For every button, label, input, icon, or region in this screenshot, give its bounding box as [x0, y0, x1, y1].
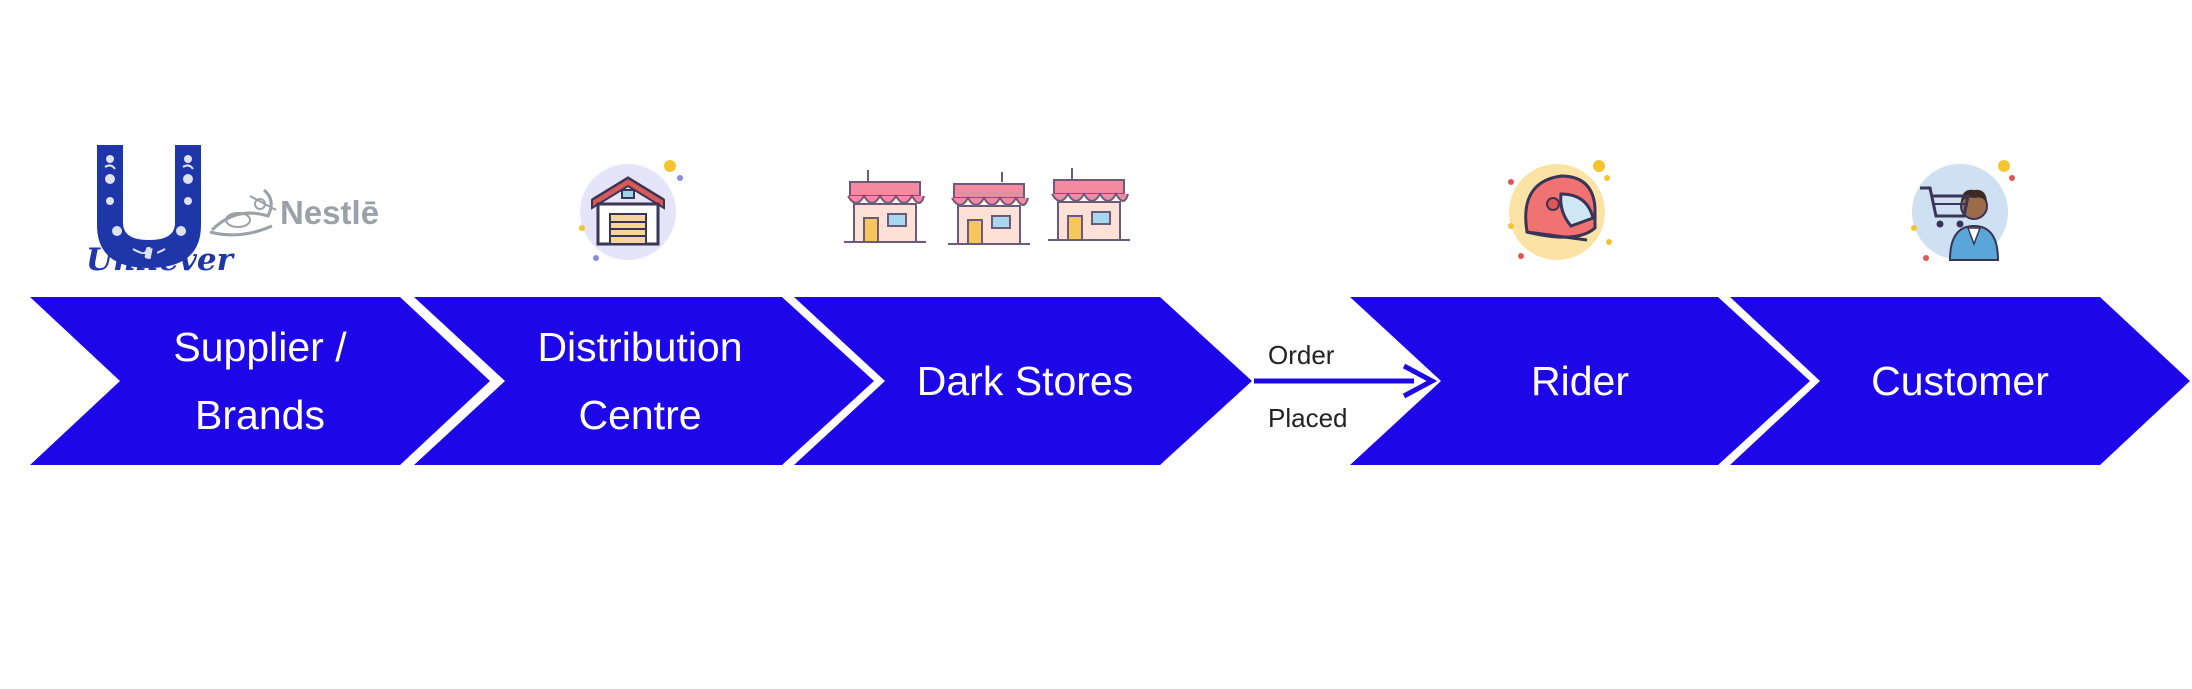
- chevron-distribution: [414, 297, 874, 465]
- step-label-customer: Customer: [1871, 358, 2049, 404]
- storefront-icon: [1048, 168, 1130, 241]
- shopper-with-cart-icon: [1911, 160, 2015, 261]
- connector-label-placed: Placed: [1268, 403, 1348, 433]
- order-placed-arrow: [1254, 363, 1438, 399]
- connector-label-order: Order: [1268, 340, 1335, 370]
- storefront-icon: [844, 170, 926, 243]
- unilever-logo-icon: [97, 145, 201, 268]
- nestle-wordmark: Nestlē: [280, 194, 380, 231]
- chevron-supplier: [30, 297, 490, 465]
- unilever-wordmark: Unilever: [86, 242, 233, 278]
- chevron-rider: [1350, 297, 1810, 465]
- helmet-icon: [1508, 160, 1612, 260]
- nestle-nest-icon: [209, 188, 277, 237]
- step-label-dark-stores: Dark Stores: [916, 358, 1134, 404]
- storefront-icon: [948, 172, 1030, 245]
- step-label-rider: Rider: [1531, 358, 1629, 404]
- step-label-distribution: Distribution Centre: [537, 324, 743, 438]
- chevron-customer: [1730, 297, 2190, 465]
- step-label-supplier: Supplier / Brands: [173, 324, 347, 438]
- chevron-dark-stores: [794, 297, 1252, 465]
- warehouse-icon: [579, 160, 683, 261]
